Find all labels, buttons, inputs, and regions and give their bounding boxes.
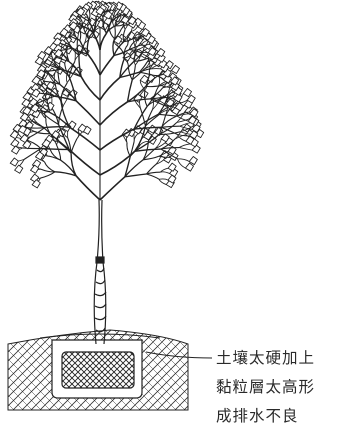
leaf-icon	[167, 174, 177, 184]
leaf-icon	[170, 64, 180, 75]
leaf-icon	[9, 157, 19, 167]
leaf-icon	[10, 145, 21, 155]
leaf-icon	[95, 6, 105, 16]
leaf-icon	[189, 108, 199, 118]
leaf-icon	[114, 1, 124, 11]
leaf-icon	[17, 124, 27, 135]
leaf-icon	[61, 87, 71, 97]
leaf-icon	[31, 179, 41, 189]
annotation-leader	[145, 351, 213, 359]
leaf-icon	[68, 21, 78, 31]
leaf-icon	[147, 47, 157, 57]
annotation-line-1: 土壤太硬加上	[216, 349, 316, 367]
leaf-icon	[195, 128, 205, 139]
leaf-icon	[182, 88, 192, 98]
leaf-icon	[103, 10, 113, 20]
leaf-icon	[36, 69, 46, 79]
leaf-icon	[34, 151, 45, 161]
leaf-icon	[156, 48, 166, 58]
annotation-line-3: 成排水不良	[216, 407, 299, 425]
leaf-icon	[43, 46, 53, 56]
annotation-line-2: 黏粒層太高形	[216, 378, 316, 396]
tree-trunk	[93, 199, 107, 345]
leaf-icon	[31, 88, 41, 98]
leaf-icon	[52, 37, 62, 47]
leaf-icon	[186, 94, 196, 104]
leaf-icon	[59, 27, 69, 37]
leaf-icon	[126, 31, 136, 41]
leaf-icon	[22, 106, 32, 116]
leaf-icon	[162, 74, 173, 84]
leaf-icon	[14, 164, 24, 174]
leaf-icon	[10, 138, 20, 148]
leaf-icon	[187, 115, 197, 125]
leaf-icon	[188, 155, 198, 166]
root-ball	[61, 351, 135, 389]
leaf-icon	[34, 56, 44, 66]
leaf-icon	[191, 123, 201, 133]
tree-illustration	[9, 0, 205, 201]
leaf-icon	[189, 130, 199, 140]
leaf-icon	[127, 16, 137, 26]
leaf-icon	[22, 140, 32, 150]
leaf-icon	[174, 102, 184, 112]
leaf-icon	[45, 81, 55, 91]
leaf-icon	[30, 103, 40, 113]
leaf-icon	[77, 123, 87, 133]
leaf-icon	[167, 162, 177, 172]
leaf-icon	[170, 76, 180, 86]
leaf-icon	[41, 138, 51, 149]
leaf-icon	[53, 48, 63, 58]
leaf-icon	[9, 130, 19, 140]
leaf-icon	[113, 35, 123, 45]
leaf-icon	[173, 93, 183, 103]
leaf-icon	[191, 144, 201, 154]
leaf-icon	[29, 164, 40, 174]
leaf-icon	[184, 162, 195, 172]
leaf-icon	[160, 133, 170, 143]
leaf-icon	[185, 135, 195, 145]
leaf-icon	[140, 27, 150, 38]
soil-ground	[7, 329, 189, 411]
